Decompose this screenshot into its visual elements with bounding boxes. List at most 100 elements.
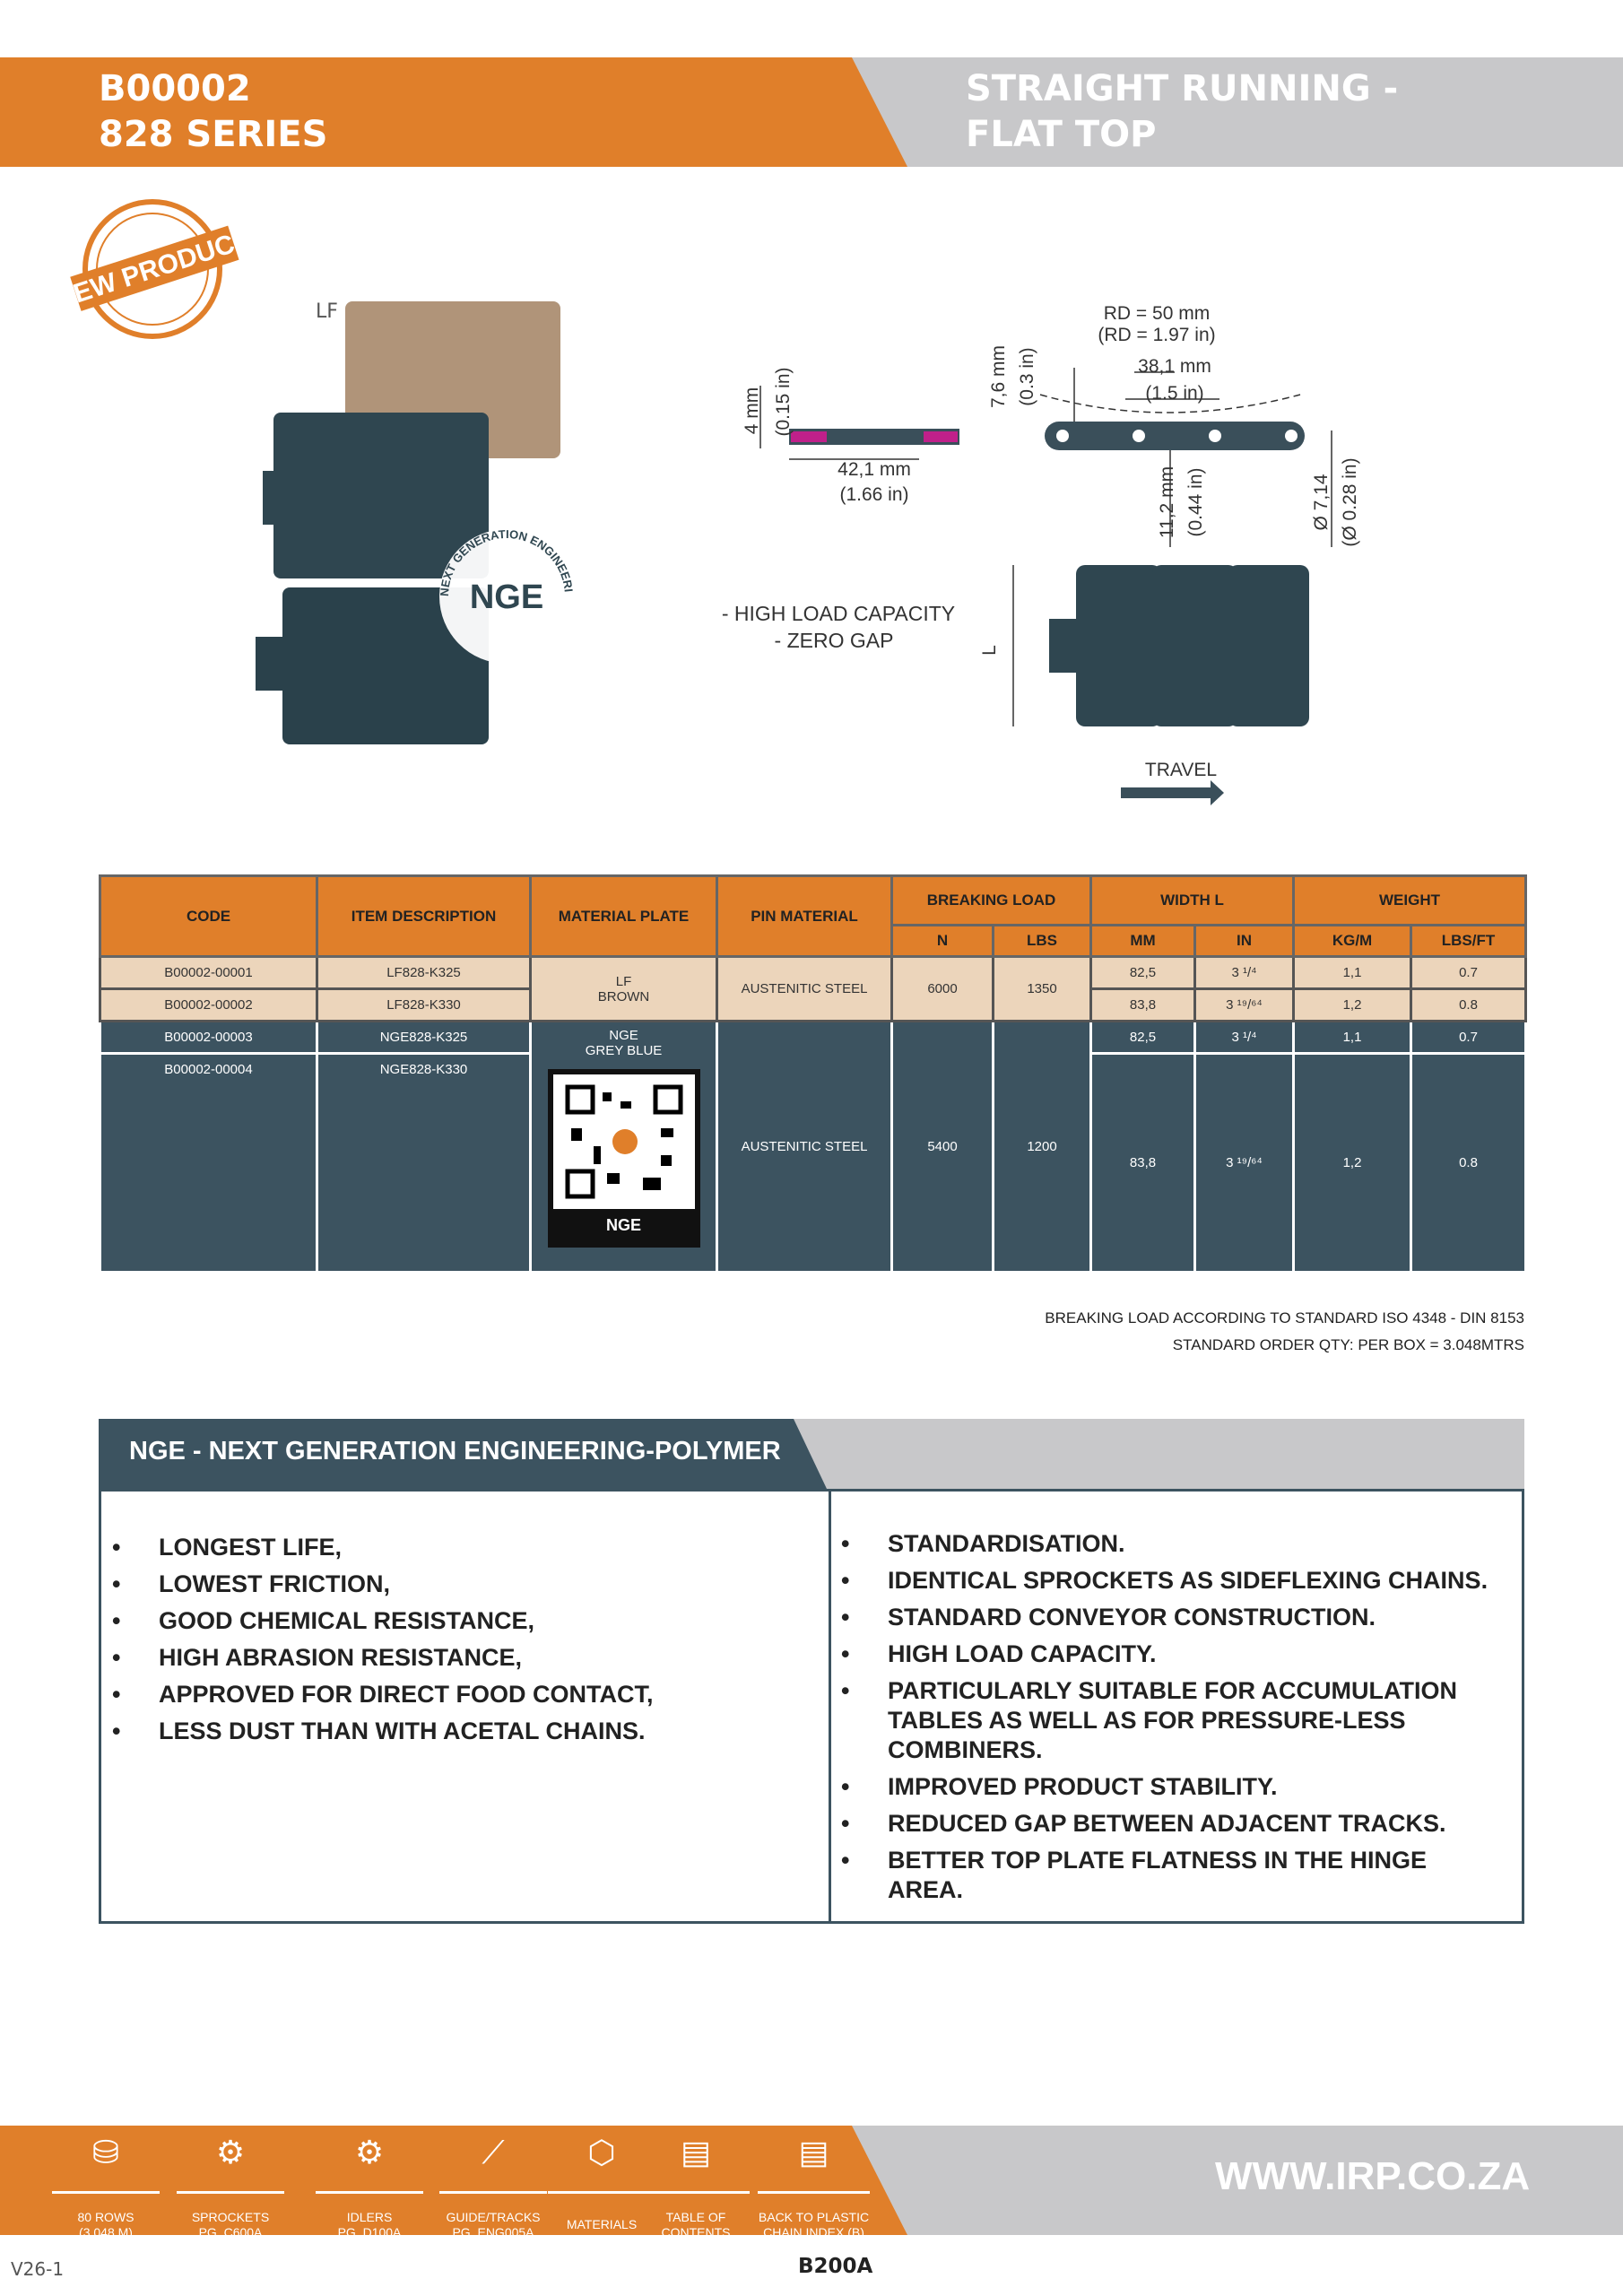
col-lbs: LBS [992, 924, 1092, 958]
list-item: HIGH LOAD CAPACITY. [841, 1639, 1505, 1669]
cell-code: B00002-00004 [99, 1052, 318, 1274]
cell-lbsft: 0.8 [1410, 1052, 1528, 1274]
svg-text:RD = 50 mm: RD = 50 mm [1104, 303, 1210, 324]
svg-text:(Ø 0.28 in): (Ø 0.28 in) [1340, 457, 1360, 546]
header-orange-band [0, 57, 907, 167]
col-weight: WEIGHT [1292, 874, 1528, 926]
cell-kgm: 1,2 [1292, 987, 1413, 1022]
nge-box [99, 1489, 1524, 1924]
list-item: STANDARDISATION. [841, 1529, 1505, 1559]
cell-kgm: 1,1 [1292, 955, 1413, 990]
list-item: GOOD CHEMICAL RESISTANCE, [112, 1603, 812, 1639]
qr-code-image [552, 1074, 695, 1209]
cell-lbsft: 0.7 [1410, 1020, 1528, 1055]
col-lbsft: LBS/FT [1410, 924, 1528, 958]
new-product-stamp: NEW PRODUCT [67, 199, 242, 339]
svg-text:(1.66 in): (1.66 in) [839, 484, 908, 505]
cell-code: B00002-00003 [99, 1020, 318, 1055]
table-row: B00002-00004 NGE828-K330 83,8 3 ¹⁹/⁶⁴ 1,… [99, 1052, 1528, 1274]
note-breaking-load: BREAKING LOAD ACCORDING TO STANDARD ISO … [1045, 1309, 1524, 1326]
cell-pin: AUSTENITIC STEEL [716, 955, 893, 1022]
col-mm: MM [1089, 924, 1196, 958]
technical-drawing: 4 mm (0.15 in) 42,1 mm (1.66 in) 7,6 mm … [722, 303, 1360, 805]
document-icon: ▤ [680, 2134, 711, 2170]
nge-divider [829, 1489, 831, 1924]
cell-kgm: 1,1 [1292, 1020, 1413, 1055]
product-code: B00002 [99, 68, 251, 109]
cell-lbs: 1350 [992, 955, 1092, 1022]
cell-code: B00002-00001 [99, 955, 318, 990]
col-breaking-load: BREAKING LOAD [890, 874, 1092, 926]
cell-in: 3 ¹/⁴ [1193, 955, 1296, 990]
version-label: V26-1 [11, 2258, 65, 2280]
cell-mm: 82,5 [1089, 1020, 1196, 1055]
qr-label: NGE [605, 1216, 641, 1234]
svg-text:- HIGH LOAD CAPACITY: - HIGH LOAD CAPACITY [722, 602, 955, 625]
svg-text:(1.5 in): (1.5 in) [1145, 383, 1203, 404]
footer-link-materials[interactable]: ⬡MATERIALS [548, 2130, 655, 2245]
cell-in: 3 ¹⁹/⁶⁴ [1193, 987, 1296, 1022]
svg-text:Ø 7,14: Ø 7,14 [1311, 474, 1332, 530]
website-link[interactable]: WWW.IRP.CO.ZA [1215, 2154, 1531, 2198]
cell-item: NGE828-K330 [316, 1052, 532, 1274]
category-line2: FLAT TOP [966, 114, 1157, 155]
cell-mm: 82,5 [1089, 955, 1196, 990]
svg-text:TRAVEL: TRAVEL [1145, 760, 1217, 780]
cell-lbsft: 0.8 [1410, 987, 1528, 1022]
cell-n: 6000 [890, 955, 994, 1022]
col-material-plate: MATERIAL PLATE [529, 874, 718, 958]
product-series: 828 SERIES [99, 114, 328, 155]
list-item: LOWEST FRICTION, [112, 1566, 812, 1603]
list-item: LESS DUST THAN WITH ACETAL CHAINS. [112, 1713, 812, 1750]
nge-title: NGE - NEXT GENERATION ENGINEERING-POLYME… [99, 1419, 827, 1489]
list-item: APPROVED FOR DIRECT FOOD CONTACT, [112, 1676, 812, 1713]
cell-item: NGE828-K325 [316, 1020, 532, 1055]
guide-track-icon: ⟋ [482, 2134, 505, 2170]
list-item: STANDARD CONVEYOR CONSTRUCTION. [841, 1603, 1505, 1632]
qr-code[interactable]: NGE [547, 1069, 700, 1248]
list-item: REDUCED GAP BETWEEN ADJACENT TRACKS. [841, 1809, 1505, 1839]
list-item: LONGEST LIFE, [112, 1529, 812, 1566]
svg-text:NGE: NGE [470, 578, 543, 616]
svg-text:7,6 mm: 7,6 mm [988, 345, 1009, 408]
note-order-qty: STANDARD ORDER QTY: PER BOX = 3.048MTRS [1172, 1336, 1524, 1353]
svg-text:(0.15 in): (0.15 in) [773, 367, 794, 436]
table-row: B00002-00002 LF828-K330 83,8 3 ¹⁹/⁶⁴ 1,2… [99, 987, 1528, 1022]
col-in: IN [1193, 924, 1296, 958]
cell-n: 5400 [890, 1020, 994, 1274]
document-icon: ▤ [798, 2134, 829, 2170]
category-line1: STRAIGHT RUNNING - [966, 68, 1399, 109]
cell-item: LF828-K325 [316, 955, 532, 990]
footer-orange-band [0, 2126, 907, 2235]
svg-text:4 mm: 4 mm [742, 387, 762, 435]
svg-text:(0.3 in): (0.3 in) [1017, 347, 1037, 405]
cell-code: B00002-00002 [99, 987, 318, 1022]
cell-in: 3 ¹/⁴ [1193, 1020, 1296, 1055]
list-item: HIGH ABRASION RESISTANCE, [112, 1639, 812, 1676]
rolls-icon: ⛁ [91, 2134, 120, 2170]
footer-link-rows[interactable]: ⛁80 ROWS(3.048 M) [52, 2130, 160, 2245]
svg-text:42,1 mm: 42,1 mm [838, 459, 911, 480]
svg-text:(0.44 in): (0.44 in) [1185, 467, 1206, 536]
list-item: BETTER TOP PLATE FLATNESS IN THE HINGE A… [841, 1846, 1505, 1905]
svg-text:11,2 mm: 11,2 mm [1157, 466, 1177, 538]
svg-text:(RD = 1.97 in): (RD = 1.97 in) [1098, 325, 1215, 345]
col-kgm: KG/M [1292, 924, 1413, 958]
cell-lbs: 1200 [992, 1020, 1092, 1274]
chain-product-image: NGE NEXT GENERATION ENGINEERING [256, 296, 576, 744]
cell-pin: AUSTENITIC STEEL [716, 1020, 893, 1274]
sprocket-icon: ⚙ [215, 2134, 246, 2170]
category-title: STRAIGHT RUNNING - FLAT TOP [966, 66, 1398, 158]
svg-text:- ZERO GAP: - ZERO GAP [775, 629, 894, 652]
col-pin-material: PIN MATERIAL [716, 874, 893, 958]
svg-text:L: L [979, 645, 1000, 656]
list-item: PARTICULARLY SUITABLE FOR ACCUMULATION T… [841, 1676, 1505, 1765]
